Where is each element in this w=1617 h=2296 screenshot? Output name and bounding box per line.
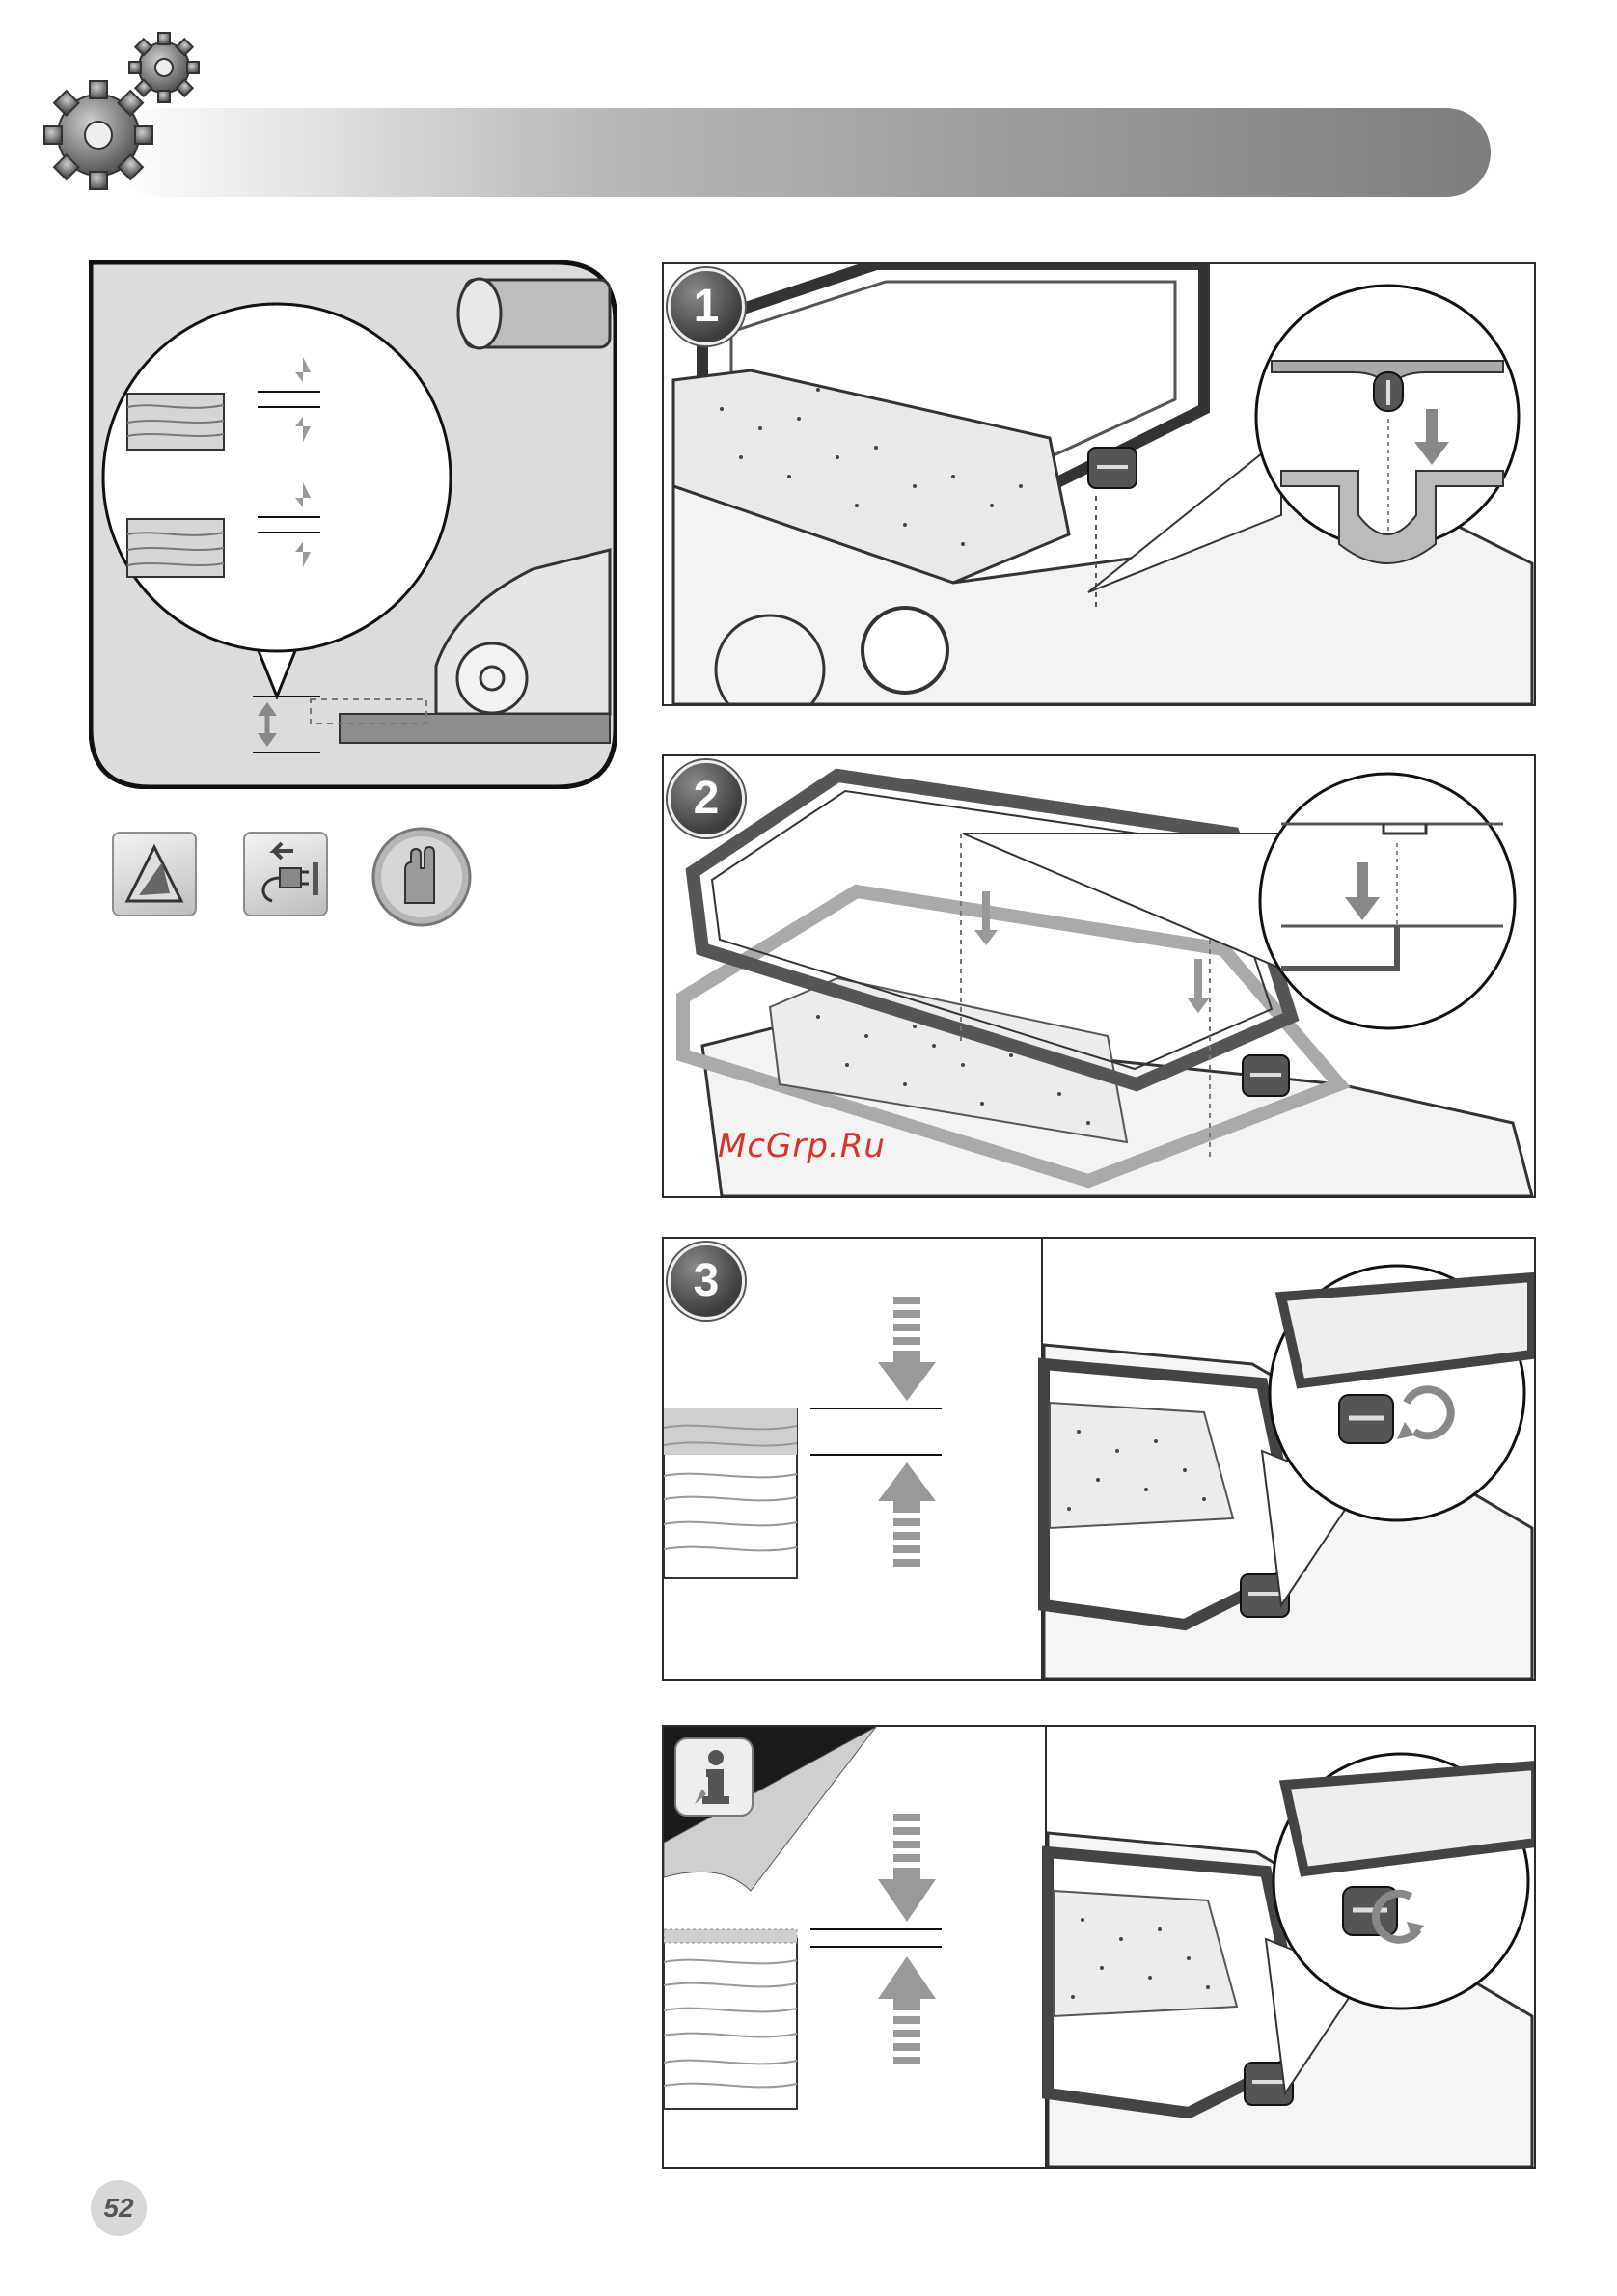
page-number: 52	[91, 2180, 147, 2236]
step-2-badge: 2	[668, 760, 745, 837]
info-tip-icon	[673, 1736, 754, 1818]
watermark-text: McGrp.Ru	[718, 1127, 886, 1165]
gears-icon	[39, 29, 232, 203]
overview-illustration	[89, 260, 617, 789]
caution-triangle-icon	[112, 832, 197, 916]
gloves-icon	[370, 826, 473, 928]
step-3-panel: 3	[662, 1237, 1536, 1681]
step-1-panel: 1	[662, 262, 1536, 706]
unplug-icon	[243, 832, 328, 916]
step-3-badge: 3	[668, 1243, 745, 1320]
step-1-badge: 1	[668, 268, 745, 345]
tip-panel	[662, 1725, 1536, 2169]
header-banner	[39, 29, 1544, 203]
